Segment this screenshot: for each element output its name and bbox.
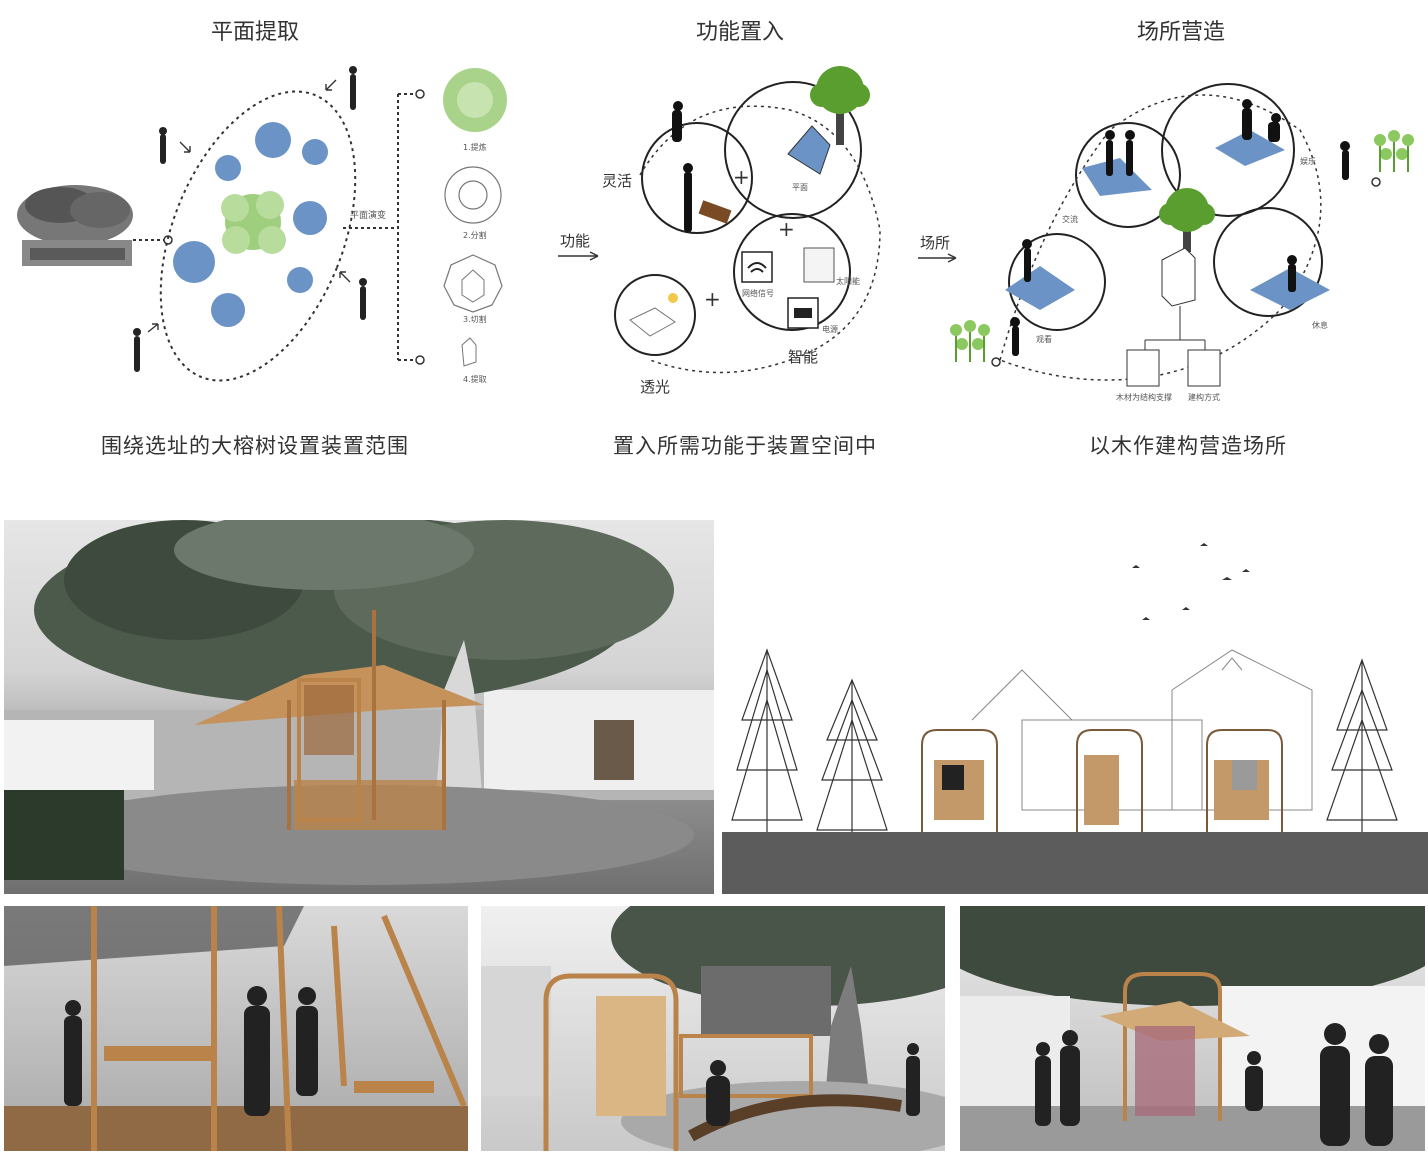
blue-pavilion-circles: [173, 122, 328, 327]
panel-2-title: 功能置入: [695, 20, 784, 45]
label-build: 建构方式: [1188, 392, 1220, 402]
panel-3-caption: 以木作建构营造场所: [1089, 434, 1287, 458]
rendering-seating: [481, 906, 945, 1151]
small-tree-stems: [955, 142, 1409, 362]
seating-people: [706, 1043, 920, 1126]
label-battery: 电源: [822, 324, 838, 334]
tree-canopy-icon: [221, 191, 286, 254]
interior-people: [64, 986, 318, 1116]
evolution-label: 平面演变: [350, 209, 386, 221]
panel-3-title: 场所营造: [1136, 20, 1225, 45]
step-1-label: 1.提炼: [463, 142, 487, 152]
small-green-trees: [950, 130, 1414, 350]
ground-section: [722, 832, 1428, 894]
pavilion-elevations: [921, 729, 1283, 832]
plus-3: +: [704, 287, 721, 311]
step-2-label: 2.分割: [463, 230, 487, 240]
rendering-main-perspective: [4, 520, 714, 894]
function-people: [672, 101, 693, 232]
rendering-interior: [4, 906, 468, 1151]
label-light: 透光: [640, 378, 670, 396]
rendering-market: [960, 906, 1425, 1151]
label-rest: 休息: [1312, 320, 1328, 330]
elevation-drawing: [722, 520, 1428, 894]
banyan-tree-sketch: [17, 185, 133, 266]
panel-2-caption: 置入所需功能于装置空间中: [613, 434, 877, 458]
place-people: [1010, 99, 1350, 356]
green-tree-icon: [810, 66, 870, 145]
label-wifi: 网络信号: [742, 288, 774, 298]
sun-icon: [668, 293, 678, 303]
solar-panel-icon: [803, 247, 835, 283]
step-4-label: 4.提取: [463, 374, 487, 384]
label-flexible: 灵活: [602, 172, 632, 190]
market-people: [1035, 1023, 1393, 1146]
label-entertainment: 娱乐: [1300, 156, 1316, 166]
panel-1-title: 平面提取: [210, 20, 299, 45]
label-plane: 平面: [792, 183, 808, 192]
label-exchange: 交流: [1062, 214, 1078, 224]
birds: [1132, 543, 1250, 620]
arrow-label-function: 功能: [560, 232, 590, 250]
people-silhouettes: [133, 66, 367, 372]
label-timber: 木材为结构支撑: [1116, 392, 1172, 402]
place-green-tree: [1159, 188, 1215, 252]
label-solar: 太阳能: [836, 276, 860, 286]
arrow-label-place: 场所: [920, 234, 950, 252]
label-smart: 智能: [788, 348, 818, 366]
evolution-shapes: [443, 68, 507, 367]
pine-trees: [731, 648, 1398, 832]
label-watch: 观看: [1036, 335, 1052, 344]
direction-arrows: [147, 79, 351, 333]
plus-2: +: [778, 217, 795, 241]
plus-1: +: [733, 165, 750, 189]
step-3-label: 3.切割: [463, 314, 487, 324]
wifi-icon: [741, 251, 773, 283]
diagram-canvas: 1.提炼 2.分割 3.切割 4.提取 平面演变 功能 + + + 灵活 透光 …: [17, 66, 1414, 402]
panel-1-caption: 围绕选址的大榕树设置装置范围: [101, 434, 409, 458]
